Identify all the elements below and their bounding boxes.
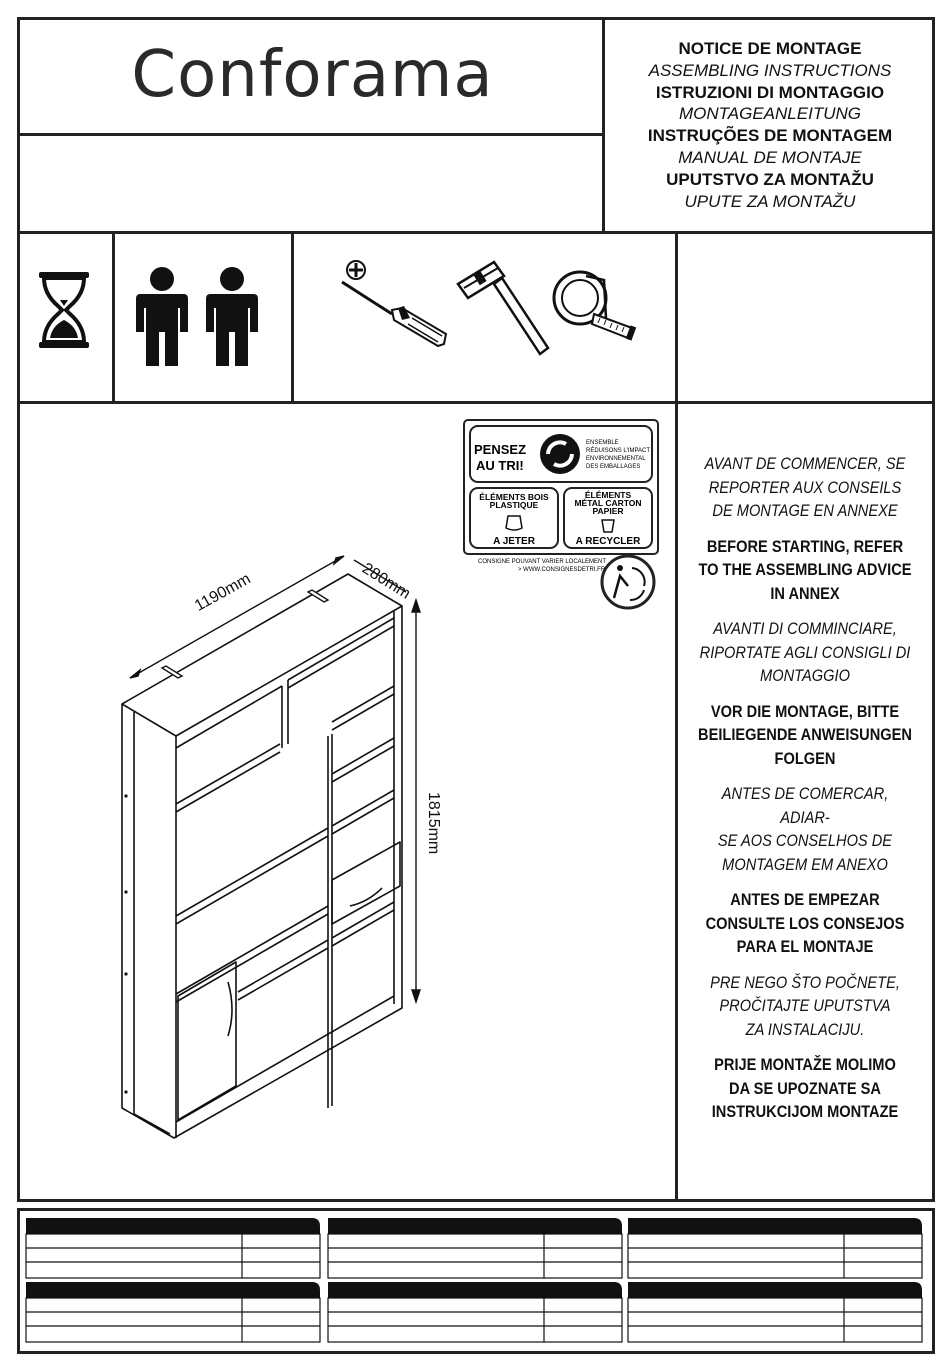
recycling-label: PENSEZ AU TRI! ENSEMBLE RÉDUISONS L'IMPA…	[463, 419, 659, 610]
advice-it: AVANTI DI COMMINCIARE, RIPORTATE AGLI CO…	[699, 619, 911, 685]
hammer-icon	[456, 260, 550, 356]
main-divider	[675, 231, 678, 1202]
assembly-advice: AVANT DE COMMENCER, SE REPORTER AUX CONS…	[680, 452, 930, 1124]
metal-title-3: PAPIER	[592, 506, 623, 516]
title-de: MONTAGEANLEITUNG	[679, 104, 861, 124]
title-en: ASSEMBLING INSTRUCTIONS	[648, 60, 892, 80]
brand-logo: Conforama	[131, 38, 494, 112]
bois-title-1: ÉLÉMENTS BOIS	[479, 492, 549, 502]
parts-table-4	[25, 1282, 321, 1343]
title-hr: UPUTE ZA MONTAŽU	[684, 191, 856, 211]
advice-fr: AVANT DE COMMENCER, SE REPORTER AUX CONS…	[704, 454, 906, 520]
header-frame	[17, 17, 935, 1202]
advice-pt: ANTES DE COMERCAR, ADIAR- SE AOS CONSELH…	[717, 784, 893, 874]
advice-en: BEFORE STARTING, REFER TO THE ASSEMBLING…	[698, 536, 912, 603]
req-divider-2	[291, 231, 294, 403]
au-tri-label: AU TRI!	[476, 458, 524, 473]
advice-sr: PRE NEGO ŠTO POČNETE, PROČITAJTE UPUTSTV…	[710, 972, 900, 1039]
two-persons-icon	[136, 267, 258, 366]
advice-es: ANTES DE EMPEZAR CONSULTE LOS CONSEJOS P…	[705, 890, 905, 956]
parts-table-3	[627, 1218, 923, 1279]
phillips-screwdriver-icon	[341, 260, 448, 348]
advice-hr: PRIJE MONTAŽE MOLIMO DA SE UPOZNATE SA I…	[711, 1055, 899, 1121]
parts-table-5	[327, 1282, 623, 1343]
parts-table-2	[327, 1218, 623, 1279]
trash-bag-icon	[505, 515, 523, 531]
pensez-label: PENSEZ	[474, 442, 526, 457]
bookcase-drawing	[121, 573, 403, 1139]
hourglass-icon	[39, 272, 89, 348]
title-es: MANUAL DE MONTAJE	[678, 147, 862, 167]
req-divider-1	[112, 231, 115, 403]
title-fr: NOTICE DE MONTAGE	[678, 39, 862, 58]
green-dot-icon	[540, 434, 580, 474]
footnote-1: CONSIGNE POUVANT VARIER LOCALEMENT	[478, 559, 606, 565]
ensemble-line-2: RÉDUISONS L'IMPACT	[586, 447, 650, 454]
logo-divider	[17, 133, 605, 136]
ensemble-line-1: ENSEMBLE	[586, 440, 619, 446]
tape-measure-icon	[552, 270, 637, 341]
dimension-lines	[129, 555, 421, 1005]
bois-action: A JETER	[493, 536, 536, 547]
header-bottom-rule	[17, 231, 935, 234]
metal-title-1: ÉLÉMENTS	[585, 490, 632, 500]
title-pt: INSTRUÇÕES DE MONTAGEM	[647, 126, 893, 146]
footnote-2: > WWW.CONSIGNESDETRI.FR	[518, 567, 606, 573]
requirements-bottom-rule	[17, 401, 935, 404]
recycle-bin-icon	[601, 519, 615, 533]
bois-title-2: PLASTIQUE	[490, 500, 539, 510]
parts-tables	[25, 1218, 923, 1343]
title-it: ISTRUZIONI DI MONTAGGIO	[655, 82, 885, 102]
metal-action: A RECYCLER	[576, 536, 641, 547]
title-sr: UPUTSTVO ZA MONTAŽU	[666, 169, 874, 189]
parts-table-1	[25, 1218, 321, 1279]
advice-de: VOR DIE MONTAGE, BITTE BEILIEGENDE ANWEI…	[698, 701, 912, 768]
parts-frame	[17, 1208, 935, 1354]
ensemble-line-3: ENVIRONNEMENTAL	[586, 456, 646, 462]
triman-icon	[600, 554, 656, 610]
instruction-titles: NOTICE DE MONTAGE ASSEMBLING INSTRUCTION…	[605, 38, 935, 212]
parts-table-6	[627, 1282, 923, 1343]
ensemble-line-4: DES EMBALLAGES	[586, 464, 640, 470]
header-divider	[602, 17, 605, 233]
metal-title-2: MÉTAL CARTON	[574, 498, 641, 508]
height-dimension: 1815mm	[425, 792, 442, 855]
